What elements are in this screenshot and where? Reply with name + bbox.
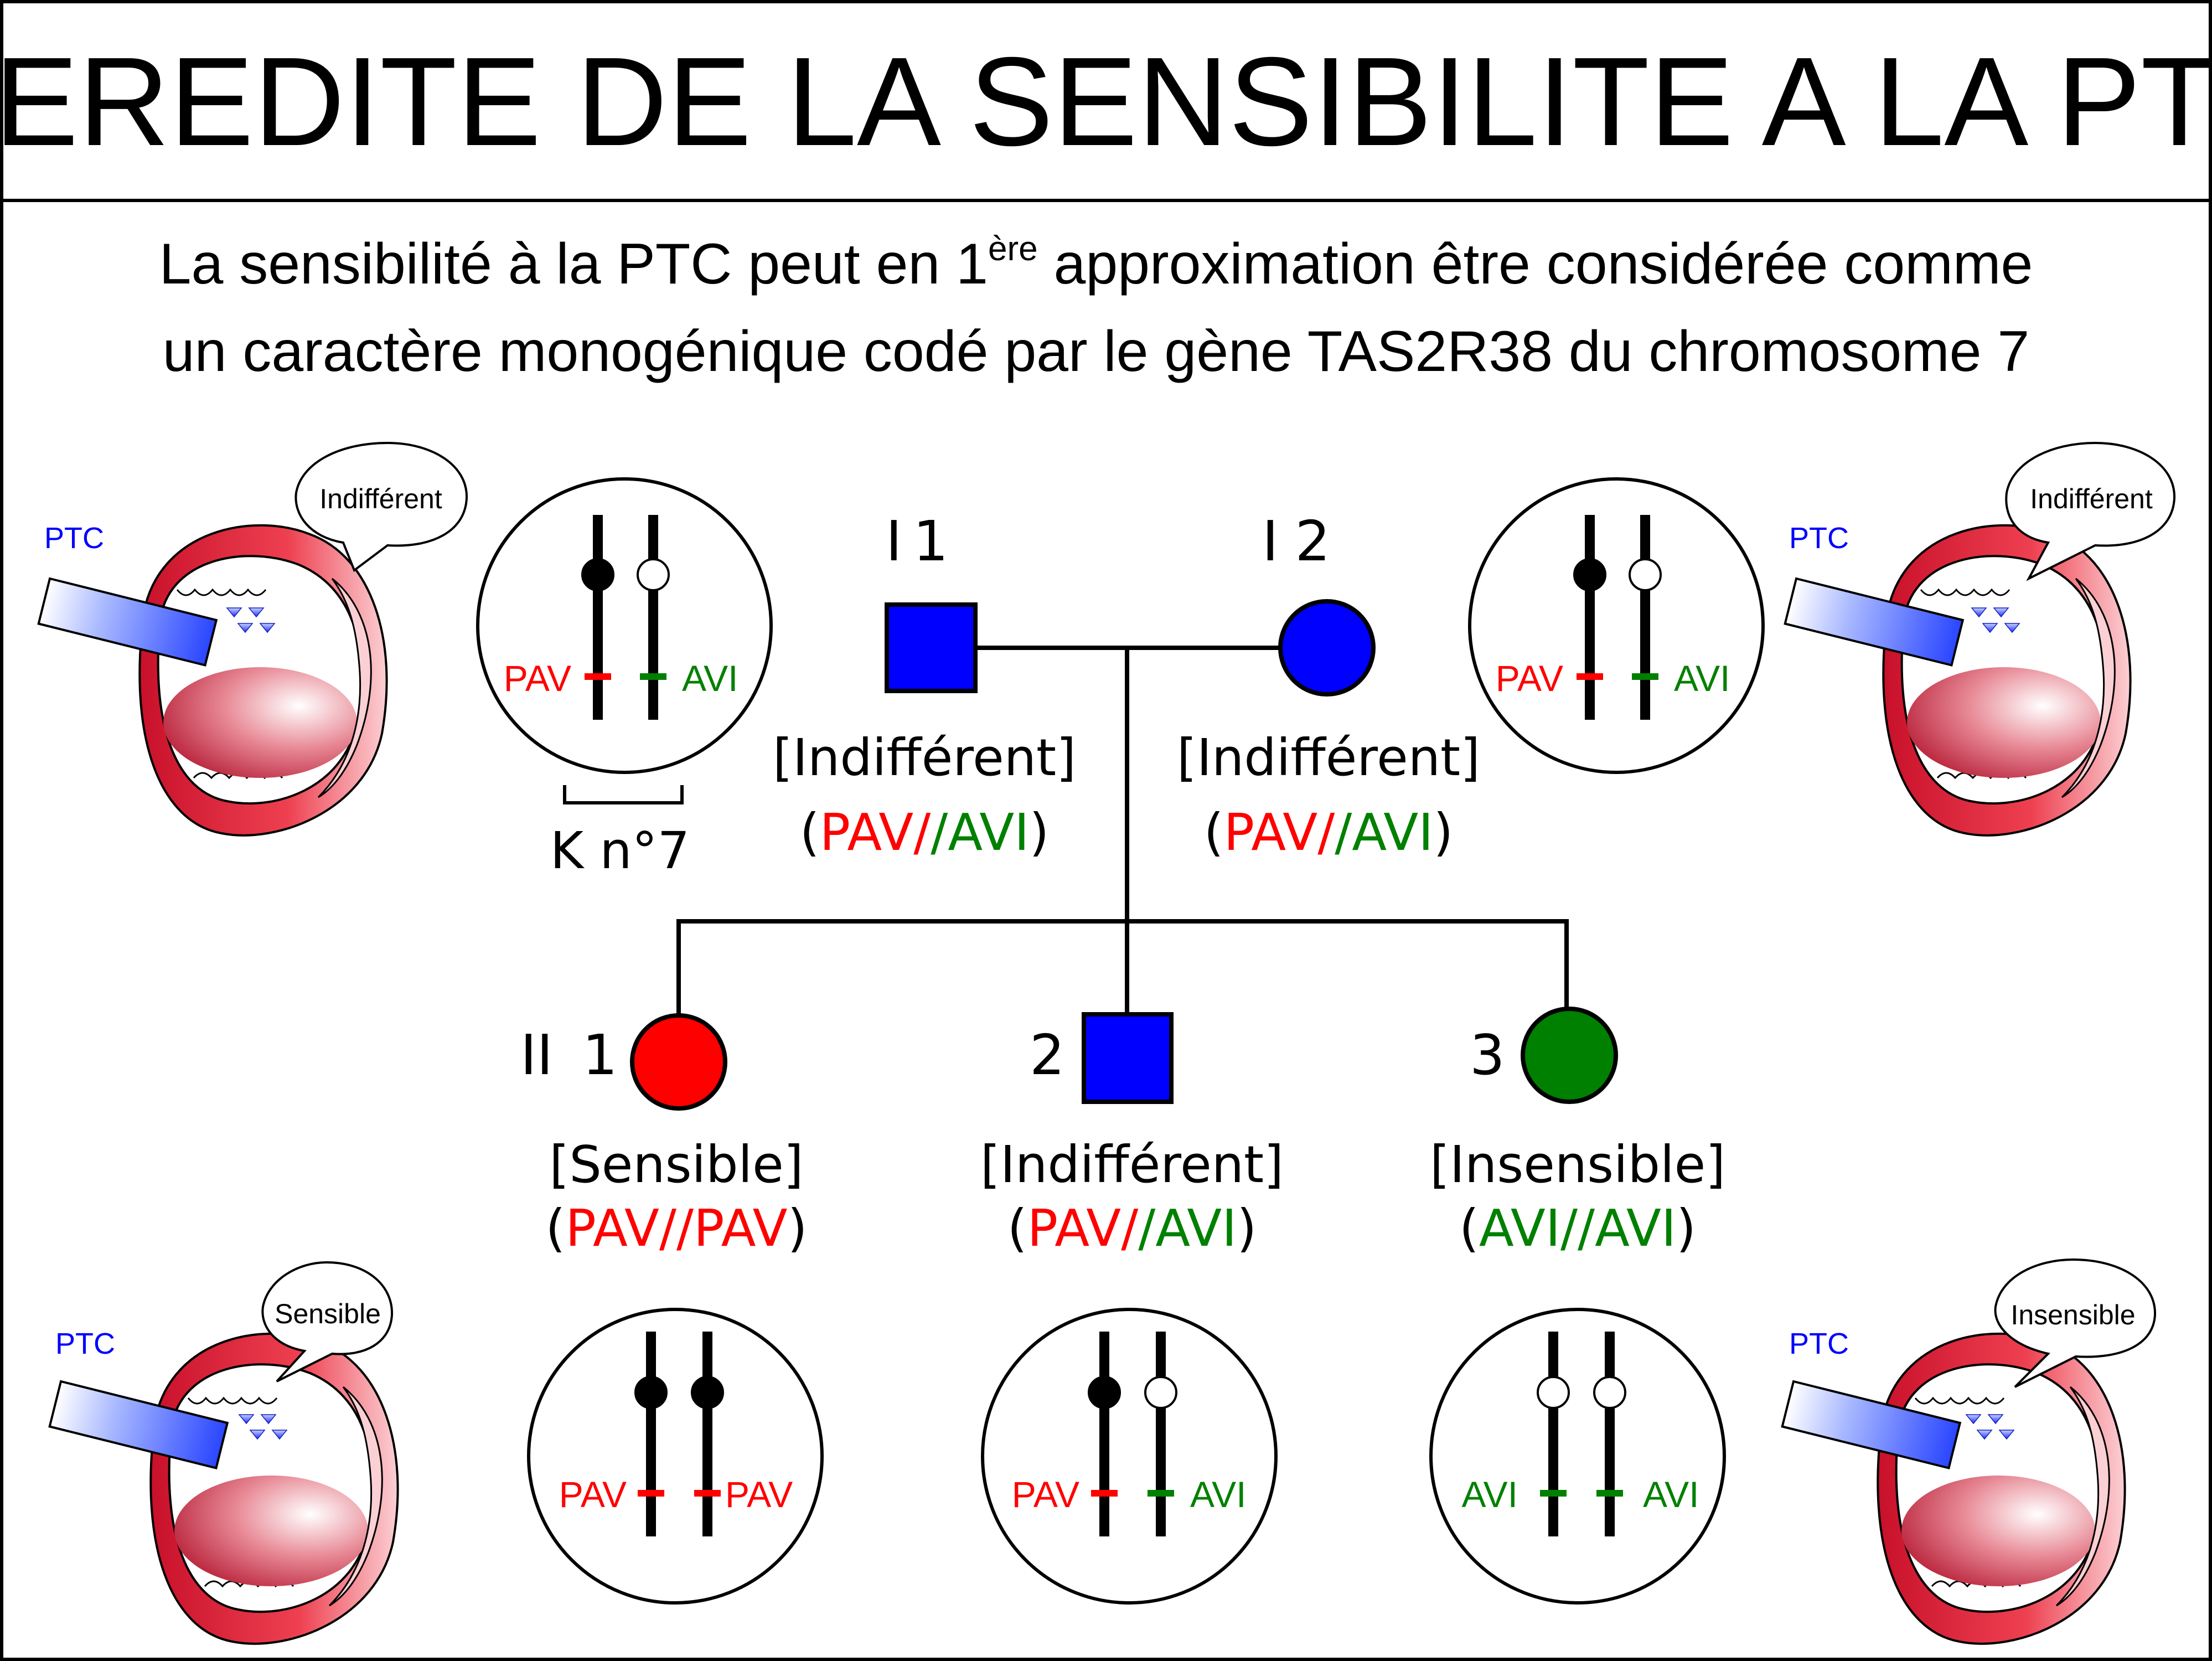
speech-bubble-icon: [294, 441, 468, 572]
ptc-label: PTC: [1789, 522, 1849, 555]
allele-label: PAV: [1012, 1474, 1079, 1515]
generation-label-II: II: [520, 1023, 553, 1087]
centromere-open: [637, 558, 670, 591]
chromosome-pair-I1: PAV AVI: [476, 477, 773, 774]
speech-bubble-text: Indifférent: [2030, 483, 2153, 514]
intro-line-2: un caractère monogénique codé par le gèn…: [163, 319, 2029, 384]
centromere-filled: [1573, 558, 1606, 591]
individual-II3-circle[interactable]: [1521, 1007, 1618, 1104]
pedigree-lines: [676, 646, 1569, 1019]
chromosome-pair-II2: PAV AVI: [981, 1308, 1278, 1605]
taster-top-left: PTC Indifférent: [37, 441, 468, 837]
II1-number: 1: [582, 1023, 618, 1087]
I1-genotype: (PAV//AVI): [800, 803, 1050, 862]
speech-bubble-text: Indifférent: [319, 483, 442, 514]
open-mouth-icon: [149, 1332, 399, 1645]
open-mouth-icon: [138, 524, 388, 837]
open-mouth-icon: [1877, 1332, 2126, 1645]
allele-label: PAV: [504, 658, 571, 699]
centromere-filled: [691, 1376, 724, 1409]
allele-label: AVI: [1674, 658, 1730, 699]
I2-genotype: (PAV//AVI): [1204, 803, 1454, 862]
allele-label: PAV: [559, 1474, 627, 1515]
allele-label: AVI: [682, 658, 738, 699]
II2-genotype: (PAV//AVI): [1007, 1199, 1257, 1258]
centromere-open: [1593, 1376, 1626, 1409]
centromere-filled: [581, 558, 614, 591]
individual-I1-square[interactable]: [885, 602, 978, 693]
ptc-label: PTC: [44, 522, 104, 555]
centromere-filled: [1088, 1376, 1121, 1409]
I1-phenotype: [Indifférent]: [773, 728, 1076, 787]
taster-bottom-right: PTC Insensible: [1781, 1258, 2157, 1645]
allele-label: AVI: [1643, 1474, 1699, 1515]
speech-bubble-icon: [2005, 441, 2176, 581]
allele-label: AVI: [1190, 1474, 1246, 1515]
speech-bubble-icon: [1994, 1258, 2157, 1388]
II3-phenotype: [Insensible]: [1430, 1135, 1725, 1194]
individual-I2-circle[interactable]: [1278, 599, 1376, 697]
centromere-filled: [634, 1376, 668, 1409]
II2-phenotype: [Indifférent]: [980, 1135, 1284, 1194]
ptc-paper-strip-icon: [1781, 1380, 1962, 1469]
chromosome-pair-I2: PAV AVI: [1468, 477, 1765, 774]
page-title: HEREDITE DE LA SENSIBILITE A LA PTC: [0, 32, 2212, 172]
intro-line-1: La sensibilité à la PTC peut en 1ère app…: [159, 230, 2033, 296]
centromere-open: [1537, 1376, 1570, 1409]
ptc-paper-strip-icon: [1784, 577, 1965, 667]
taster-top-right: PTC Indifférent: [1784, 441, 2176, 837]
speech-bubble-text: Insensible: [2011, 1299, 2135, 1330]
allele-label: PAV: [725, 1474, 793, 1515]
II1-genotype: (PAV//PAV): [546, 1199, 808, 1258]
II1-phenotype: [Sensible]: [549, 1135, 803, 1194]
allele-label: PAV: [1496, 658, 1563, 699]
ptc-paper-strip-icon: [37, 577, 218, 667]
speech-bubble-icon: [261, 1261, 394, 1383]
centromere-open: [1144, 1376, 1177, 1409]
individual-II1-circle[interactable]: [630, 1013, 727, 1111]
II2-number: 2: [1030, 1023, 1065, 1087]
taster-bottom-left: PTC Sensible: [48, 1261, 399, 1645]
II3-genotype: (AVI//AVI): [1459, 1199, 1696, 1258]
ptc-label: PTC: [55, 1327, 115, 1360]
individual-II2-square[interactable]: [1082, 1012, 1174, 1104]
I2-phenotype: [Indifférent]: [1177, 728, 1480, 787]
chromosome-bracket: [563, 785, 684, 804]
chromosome-pair-II1: PAV PAV: [527, 1308, 824, 1605]
II3-number: 3: [1470, 1023, 1505, 1087]
open-mouth-icon: [1882, 524, 2132, 837]
ptc-label: PTC: [1789, 1327, 1849, 1360]
chromosome-pair-II3: AVI AVI: [1429, 1308, 1726, 1605]
ptc-paper-strip-icon: [48, 1380, 229, 1469]
speech-bubble-text: Sensible: [275, 1298, 381, 1329]
intro-superscript: ère: [988, 230, 1038, 268]
allele-label: AVI: [1462, 1474, 1518, 1515]
chromosome-number-label: K n°7: [550, 821, 690, 880]
centromere-open: [1629, 558, 1662, 591]
